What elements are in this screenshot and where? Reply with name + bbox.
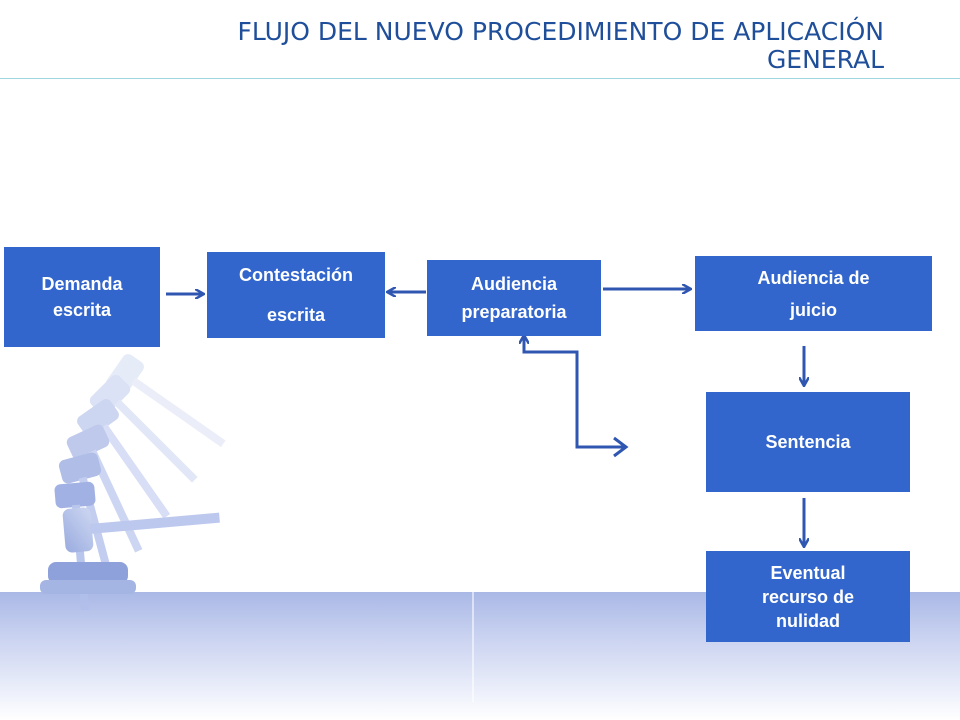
step-label: escrita <box>266 305 326 325</box>
step-contestacion-escrita: Contestación escrita <box>207 252 385 338</box>
step-audiencia-preparatoria: Audiencia preparatoria <box>427 260 601 336</box>
step-label: Demanda <box>41 274 123 294</box>
title-line-1: FLUJO DEL NUEVO PROCEDIMIENTO DE APLICAC… <box>237 17 885 46</box>
step-demanda-escrita: Demanda escrita <box>4 247 160 347</box>
step-label: recurso de <box>761 586 855 607</box>
step-label: Contestación <box>238 265 353 285</box>
step-label: Audiencia <box>470 274 558 294</box>
step-label: Eventual <box>770 562 846 583</box>
step-label: preparatoria <box>461 302 567 322</box>
step-audiencia-juicio: Audiencia de juicio <box>695 256 932 331</box>
gavel-icon <box>40 354 226 610</box>
slide-title: FLUJO DEL NUEVO PROCEDIMIENTO DE APLICAC… <box>124 17 885 74</box>
step-label: Audiencia de <box>757 267 870 288</box>
title-divider <box>0 78 960 79</box>
arrow-loop-return <box>524 336 626 449</box>
step-sentencia: Sentencia <box>706 392 910 492</box>
title-line-2: GENERAL <box>766 45 884 74</box>
step-label: Sentencia <box>765 431 851 452</box>
step-label: escrita <box>52 300 112 320</box>
step-label: juicio <box>789 299 837 320</box>
step-label: nulidad <box>776 610 840 631</box>
background-seam <box>472 592 474 702</box>
step-recurso-nulidad: Eventual recurso de nulidad <box>706 551 910 642</box>
